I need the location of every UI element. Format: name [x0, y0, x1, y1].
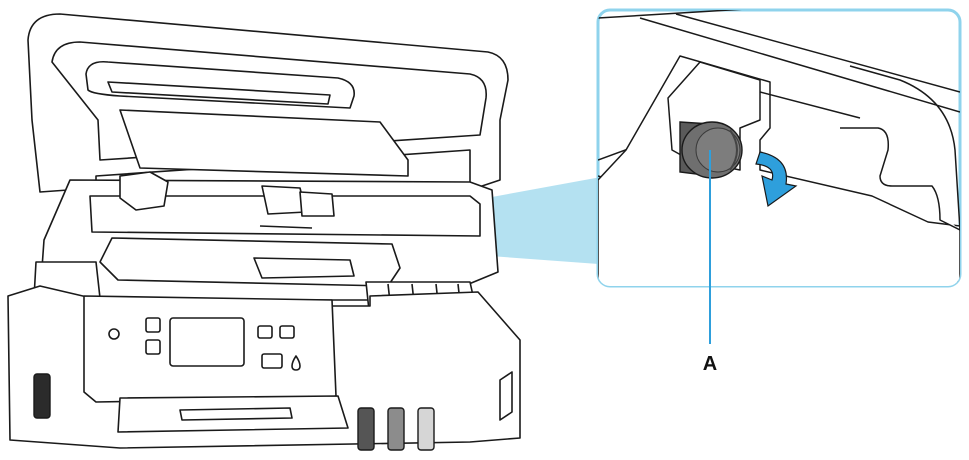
panel-button-4: [280, 326, 294, 338]
power-button: [109, 329, 119, 339]
right-clip: [300, 192, 334, 216]
printer-illustration: [8, 14, 520, 448]
ink-tank-black: [34, 374, 50, 418]
panel-button-3: [258, 326, 272, 338]
carriage-holder: [254, 258, 354, 278]
panel-button-1: [146, 318, 160, 332]
tray-slot: [180, 408, 292, 420]
print-carriage: [100, 238, 400, 286]
ink-tank-light: [418, 408, 434, 450]
panel-button-2: [146, 340, 160, 354]
left-clip: [120, 172, 168, 210]
side-vent: [500, 372, 512, 420]
lcd-screen: [170, 318, 244, 366]
callout-label: A: [703, 353, 717, 375]
center-clip: [262, 186, 306, 214]
ink-tank-dark: [358, 408, 374, 450]
panel-button-5: [262, 354, 282, 368]
ink-tank-mid: [388, 408, 404, 450]
detail-inset: [598, 0, 960, 290]
